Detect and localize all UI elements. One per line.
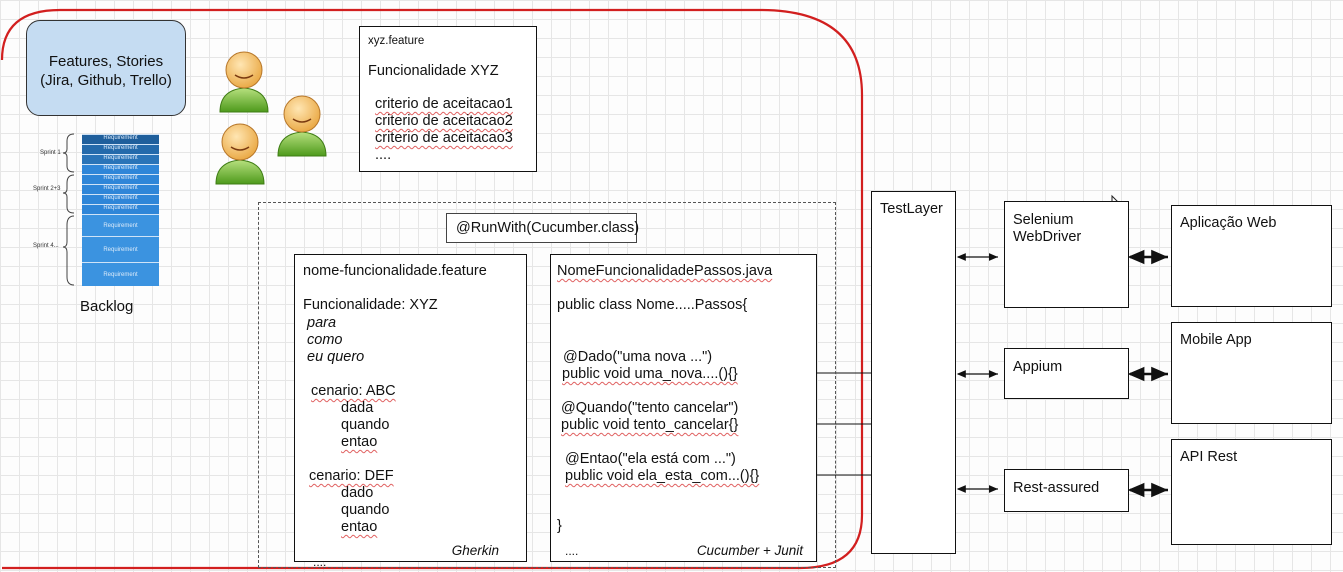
feature-title: Funcionalidade XYZ bbox=[368, 63, 499, 79]
web-app-label: Aplicação Web bbox=[1180, 215, 1277, 231]
requirement-label: Requirement bbox=[103, 185, 138, 191]
api-rest-label: API Rest bbox=[1180, 449, 1238, 465]
requirement-row: Requirement bbox=[82, 174, 159, 184]
requirement-label: Requirement bbox=[103, 155, 138, 161]
criteria-list: criterio de aceitacao1 criterio de aceit… bbox=[375, 96, 513, 164]
selenium-webdriver-box: Selenium WebDriver bbox=[1004, 201, 1129, 308]
features-stories-box: Features, Stories (Jira, Github, Trello) bbox=[26, 20, 186, 116]
runwith-label: @RunWith(Cucumber.class) bbox=[456, 220, 640, 236]
step-annotation: @Dado("uma nova ...") bbox=[563, 349, 713, 365]
web-app-box: Aplicação Web bbox=[1171, 205, 1332, 307]
requirement-label: Requirement bbox=[103, 165, 138, 171]
features-line2: (Jira, Github, Trello) bbox=[40, 72, 172, 89]
gherkin-line: dada bbox=[341, 400, 374, 416]
java-closing-brace: } bbox=[557, 518, 562, 534]
sprint-braces bbox=[62, 133, 75, 286]
criteria-ellipsis: .... bbox=[375, 147, 392, 163]
step-method: public void ela_esta_com...(){} bbox=[565, 468, 760, 484]
requirement-label: Requirement bbox=[103, 205, 138, 211]
requirement-row: Requirement bbox=[82, 214, 159, 236]
gherkin-line: .... bbox=[313, 555, 327, 569]
step-annotation: @Entao("ela está com ...") bbox=[565, 451, 736, 467]
team-people-icons bbox=[215, 51, 327, 185]
feature-file-box: xyz.feature Funcionalidade XYZ criterio … bbox=[359, 26, 537, 172]
requirement-label: Requirement bbox=[103, 272, 138, 278]
requirement-row: Requirement bbox=[82, 144, 159, 154]
java-class-decl: public class Nome.....Passos{ bbox=[557, 297, 748, 313]
appium-label: Appium bbox=[1013, 359, 1063, 375]
gherkin-feature-box: nome-funcionalidade.feature Funcionalida… bbox=[294, 254, 527, 569]
requirement-row: Requirement bbox=[82, 194, 159, 204]
requirement-label: Requirement bbox=[103, 175, 138, 181]
person-icon bbox=[215, 123, 265, 185]
appium-box: Appium bbox=[1004, 348, 1129, 399]
backlog-label: Backlog bbox=[80, 298, 134, 315]
requirement-label: Requirement bbox=[103, 135, 138, 141]
red-frame bbox=[0, 8, 864, 570]
requirement-row: Requirement bbox=[82, 236, 159, 262]
sprint-label-2: Sprint 2+3 bbox=[33, 186, 61, 192]
requirement-row: Requirement bbox=[82, 204, 159, 214]
criteria-item: criterio de aceitacao1 bbox=[375, 96, 513, 112]
requirement-row: Requirement bbox=[82, 262, 159, 286]
dashed-test-container bbox=[258, 202, 836, 568]
gherkin-line: quando bbox=[341, 417, 390, 433]
features-line1: Features, Stories bbox=[48, 53, 164, 70]
runwith-box: @RunWith(Cucumber.class) bbox=[446, 213, 640, 243]
rest-assured-box: Rest-assured bbox=[1004, 469, 1129, 512]
gherkin-line: eu quero bbox=[307, 349, 365, 365]
requirement-row: Requirement bbox=[82, 134, 159, 144]
java-filename: NomeFuncionalidadePassos.java bbox=[557, 263, 773, 279]
gherkin-line: como bbox=[307, 332, 343, 348]
testlayer-box: TestLayer bbox=[871, 191, 956, 554]
person-icon bbox=[277, 95, 327, 157]
rest-assured-label: Rest-assured bbox=[1013, 480, 1100, 496]
requirement-label: Requirement bbox=[103, 223, 138, 229]
requirement-row: Requirement bbox=[82, 164, 159, 174]
gherkin-line: dado bbox=[341, 485, 374, 501]
java-footer: Cucumber + Junit bbox=[696, 543, 803, 558]
requirement-row: Requirement bbox=[82, 154, 159, 164]
selenium-label: Selenium WebDriver bbox=[1013, 212, 1082, 245]
step-method: public void tento_cancelar{} bbox=[561, 417, 739, 433]
testlayer-label: TestLayer bbox=[880, 201, 943, 217]
requirement-label: Requirement bbox=[103, 145, 138, 151]
criteria-item: criterio de aceitacao3 bbox=[375, 130, 513, 146]
java-ellipsis: .... bbox=[565, 544, 579, 558]
gherkin-footer: Gherkin bbox=[451, 543, 499, 558]
requirement-row: Requirement bbox=[82, 184, 159, 194]
gherkin-line: quando bbox=[341, 502, 390, 518]
gherkin-line: entao bbox=[341, 519, 378, 535]
person-icon bbox=[219, 51, 269, 113]
requirement-label: Requirement bbox=[103, 247, 138, 253]
gherkin-line: para bbox=[307, 315, 337, 331]
step-annotation: @Quando("tento cancelar") bbox=[561, 400, 739, 416]
requirement-label: Requirement bbox=[103, 195, 138, 201]
gherkin-filename: nome-funcionalidade.feature bbox=[303, 263, 487, 279]
gherkin-line: entao bbox=[341, 434, 378, 450]
step-method: public void uma_nova....(){} bbox=[562, 366, 738, 382]
gherkin-line: cenario: ABC bbox=[311, 383, 396, 399]
sprint-label-3: Sprint 4... bbox=[33, 243, 59, 249]
feature-filename: xyz.feature bbox=[368, 35, 425, 47]
gherkin-line: cenario: DEF bbox=[309, 468, 394, 484]
criteria-item: criterio de aceitacao2 bbox=[375, 113, 513, 129]
sprint-label-1: Sprint 1 bbox=[40, 150, 61, 156]
gherkin-line: Funcionalidade: XYZ bbox=[303, 297, 438, 313]
mobile-app-box: Mobile App bbox=[1171, 322, 1332, 424]
java-steps-box: NomeFuncionalidadePassos.java public cla… bbox=[550, 254, 817, 562]
mobile-app-label: Mobile App bbox=[1180, 332, 1252, 348]
api-rest-box: API Rest bbox=[1171, 439, 1332, 545]
